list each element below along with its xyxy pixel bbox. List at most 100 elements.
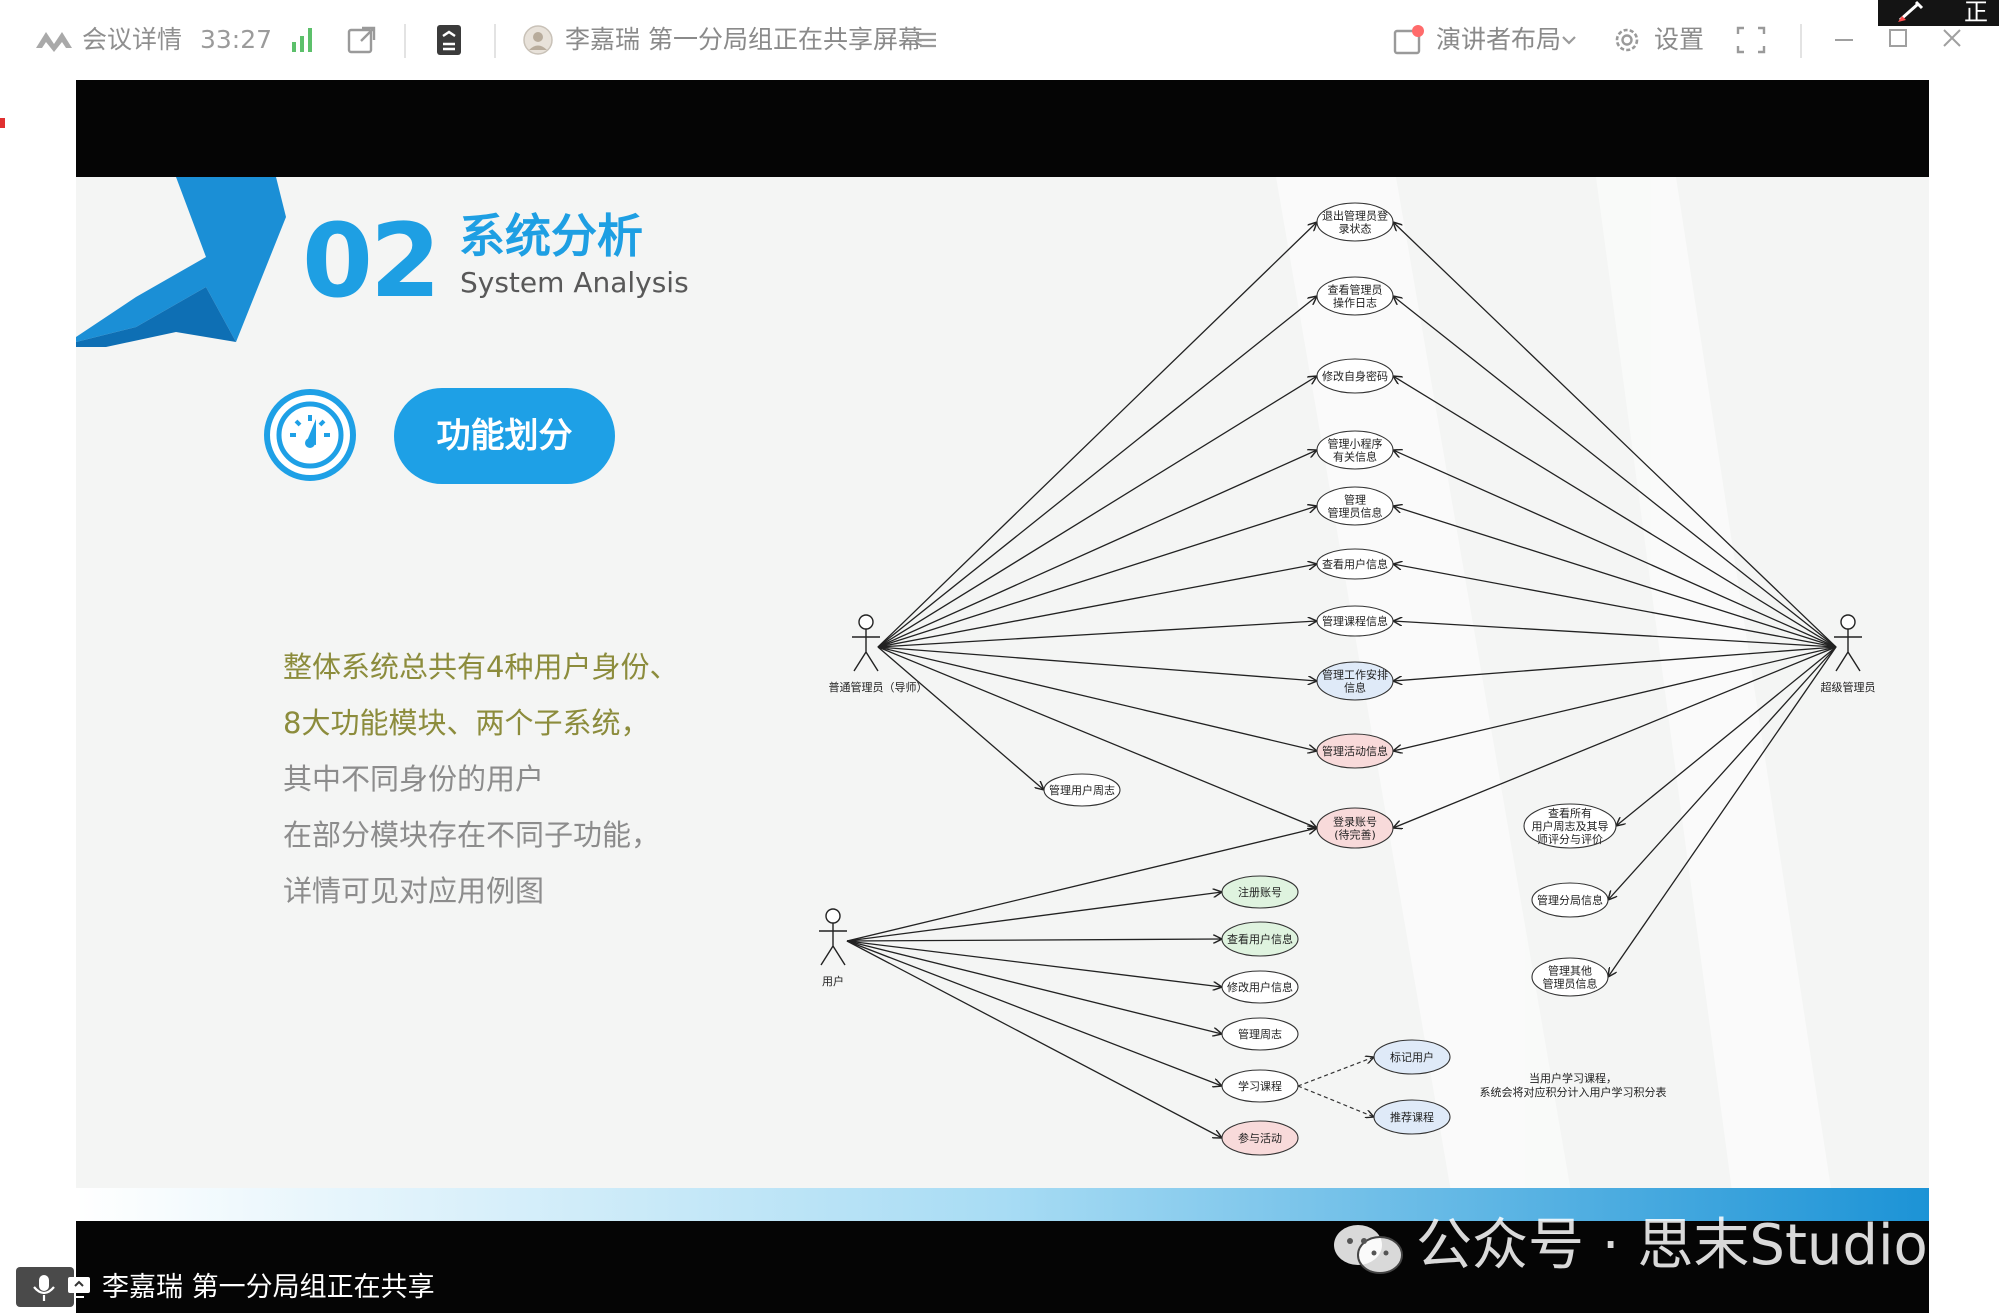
settings-button[interactable]: 设置 [1654, 25, 1705, 54]
corner-badge-text: 正 [1964, 0, 1988, 26]
use-case-manage-activity: 管理活动信息 [1316, 733, 1394, 769]
section-pill: 功能划分 [394, 388, 615, 484]
use-case-label: 查看所有 [1548, 806, 1592, 820]
actor-admin-label: 普通管理员（导师） [829, 680, 928, 694]
description-line: 在部分模块存在不同子功能， [283, 818, 661, 852]
description-line: 详情可见对应用例图 [283, 874, 545, 908]
microphone-icon [33, 1275, 55, 1301]
use-case-label: 查看管理员 [1328, 283, 1383, 297]
use-case-label: (待完善) [1334, 828, 1376, 842]
list-menu-icon[interactable] [914, 22, 938, 58]
use-case-manage-branch: 管理分局信息 [1531, 882, 1609, 918]
use-case-diagram: 退出管理员登录状态查看管理员操作日志修改自身密码管理小程序有关信息管理管理员信息… [819, 202, 1876, 1156]
use-case-label: 管理员信息 [1543, 977, 1598, 991]
description-line: 8大功能模块、两个子系统， [283, 706, 650, 740]
slide: 02 系统分析 System Analysis 功能划分 整体系统总共有4种用户… [76, 177, 1929, 1221]
close-icon[interactable] [1940, 22, 1964, 58]
diagram-note-line: 系统会将对应积分计入用户学习积分表 [1480, 1085, 1667, 1099]
external-link-icon[interactable] [346, 22, 378, 58]
signal-strength-icon[interactable] [290, 22, 318, 58]
use-case-label: 录状态 [1339, 222, 1372, 236]
use-case-label: 管理其他 [1548, 964, 1592, 978]
use-case-register: 注册账号 [1221, 875, 1299, 909]
use-case-label: 管理小程序 [1328, 437, 1383, 451]
sharer-avatar [522, 22, 554, 58]
use-case-label: 推荐课程 [1390, 1110, 1434, 1124]
use-case-label: 管理活动信息 [1322, 744, 1388, 758]
use-case-label: 操作日志 [1333, 296, 1377, 310]
use-case-label: 管理周志 [1238, 1027, 1282, 1041]
meeting-details-button[interactable]: 会议详情 [82, 25, 183, 54]
use-case-view-own-info: 查看用户信息 [1221, 921, 1299, 957]
actor-super-admin: 超级管理员 [1821, 614, 1876, 694]
use-case-manage-user-weekly: 管理用户周志 [1043, 773, 1121, 807]
use-case-label: 管理 [1344, 493, 1366, 507]
use-case-label: 管理课程信息 [1322, 614, 1388, 628]
use-case-change-password: 修改自身密码 [1316, 358, 1394, 394]
use-case-label: 信息 [1344, 681, 1366, 695]
fullscreen-icon[interactable] [1736, 22, 1766, 58]
slide-title-en: System Analysis [460, 266, 689, 299]
use-case-label: 师评分与评价 [1537, 833, 1603, 846]
actor-super-admin-label: 超级管理员 [1821, 680, 1876, 694]
presenter-layout-label: 演讲者布局 [1436, 25, 1562, 54]
use-case-join-activity: 参与活动 [1221, 1120, 1299, 1156]
microphone-button[interactable] [16, 1267, 74, 1307]
presenter-layout-button[interactable]: 演讲者布局 [1436, 22, 1561, 58]
use-case-label: 管理分局信息 [1537, 893, 1603, 907]
screen-share-icon [66, 1274, 92, 1304]
edit-pen-icon [1898, 0, 1924, 22]
presenter-layout-icon[interactable] [1392, 22, 1426, 58]
sharer-status-text: 李嘉瑞 第一分局组正在共享屏幕 [565, 25, 923, 54]
use-case-label: 退出管理员登 [1322, 209, 1388, 223]
slide-number: 02 [302, 202, 441, 321]
use-case-mark-user: 标记用户 [1373, 1039, 1451, 1075]
actor-admin: 普通管理员（导师） [829, 614, 928, 694]
slide-title-cn: 系统分析 [459, 209, 643, 263]
use-case-label: 有关信息 [1333, 450, 1377, 464]
use-case-label: 登录账号 [1333, 815, 1377, 829]
slide-description: 整体系统总共有4种用户身份、 8大功能模块、两个子系统， 其中不同身份的用户 在… [283, 639, 678, 919]
corner-overlay: 正 [1878, 0, 1999, 26]
gear-icon[interactable] [1610, 22, 1644, 58]
use-case-label: 查看用户信息 [1322, 557, 1388, 571]
use-case-label: 标记用户 [1390, 1050, 1434, 1064]
use-case-label: 学习课程 [1238, 1079, 1282, 1093]
use-case-view-user-info: 查看用户信息 [1316, 548, 1394, 580]
description-line: 其中不同身份的用户 [283, 762, 545, 796]
use-case-manage-course-info: 管理课程信息 [1316, 605, 1394, 637]
meeting-toolbar: 会议详情 33:27 李嘉瑞 第一分局组正在共享屏幕 演讲者布局 设置 [0, 0, 1999, 80]
use-case-label: 管理用户周志 [1049, 783, 1115, 797]
use-case-label: 用户周志及其导 [1532, 819, 1609, 833]
watermark-text: 公众号 · 思末Studio [1416, 1213, 1928, 1278]
use-case-edit-user-info: 修改用户信息 [1221, 970, 1299, 1004]
use-case-label: 参与活动 [1238, 1131, 1282, 1145]
use-case-recommend-course: 推荐课程 [1373, 1099, 1451, 1135]
chevron-down-icon[interactable] [1560, 22, 1578, 58]
use-case-label: 注册账号 [1238, 885, 1282, 899]
use-case-label: 修改用户信息 [1227, 980, 1293, 994]
edge-marker [0, 118, 5, 128]
actor-user: 用户 [819, 908, 847, 988]
use-case-label: 管理员信息 [1328, 506, 1383, 520]
diagram-note: 当用户学习课程，系统会将对应积分计入用户学习积分表 [1480, 1071, 1667, 1099]
use-case-label: 管理工作安排 [1322, 668, 1388, 682]
diagram-note-line: 当用户学习课程， [1529, 1071, 1617, 1085]
minimize-icon[interactable] [1832, 22, 1856, 58]
actor-user-label: 用户 [822, 974, 844, 988]
sharing-status-text: 李嘉瑞 第一分局组正在共享 [102, 1272, 435, 1303]
maximize-icon[interactable] [1886, 22, 1910, 58]
speedometer-icon [264, 389, 356, 481]
app-logo-icon [34, 22, 74, 58]
document-icon[interactable] [434, 22, 464, 58]
use-case-label: 修改自身密码 [1322, 369, 1388, 383]
use-case-label: 查看用户信息 [1227, 932, 1293, 946]
use-case-learn-course: 学习课程 [1221, 1069, 1299, 1103]
